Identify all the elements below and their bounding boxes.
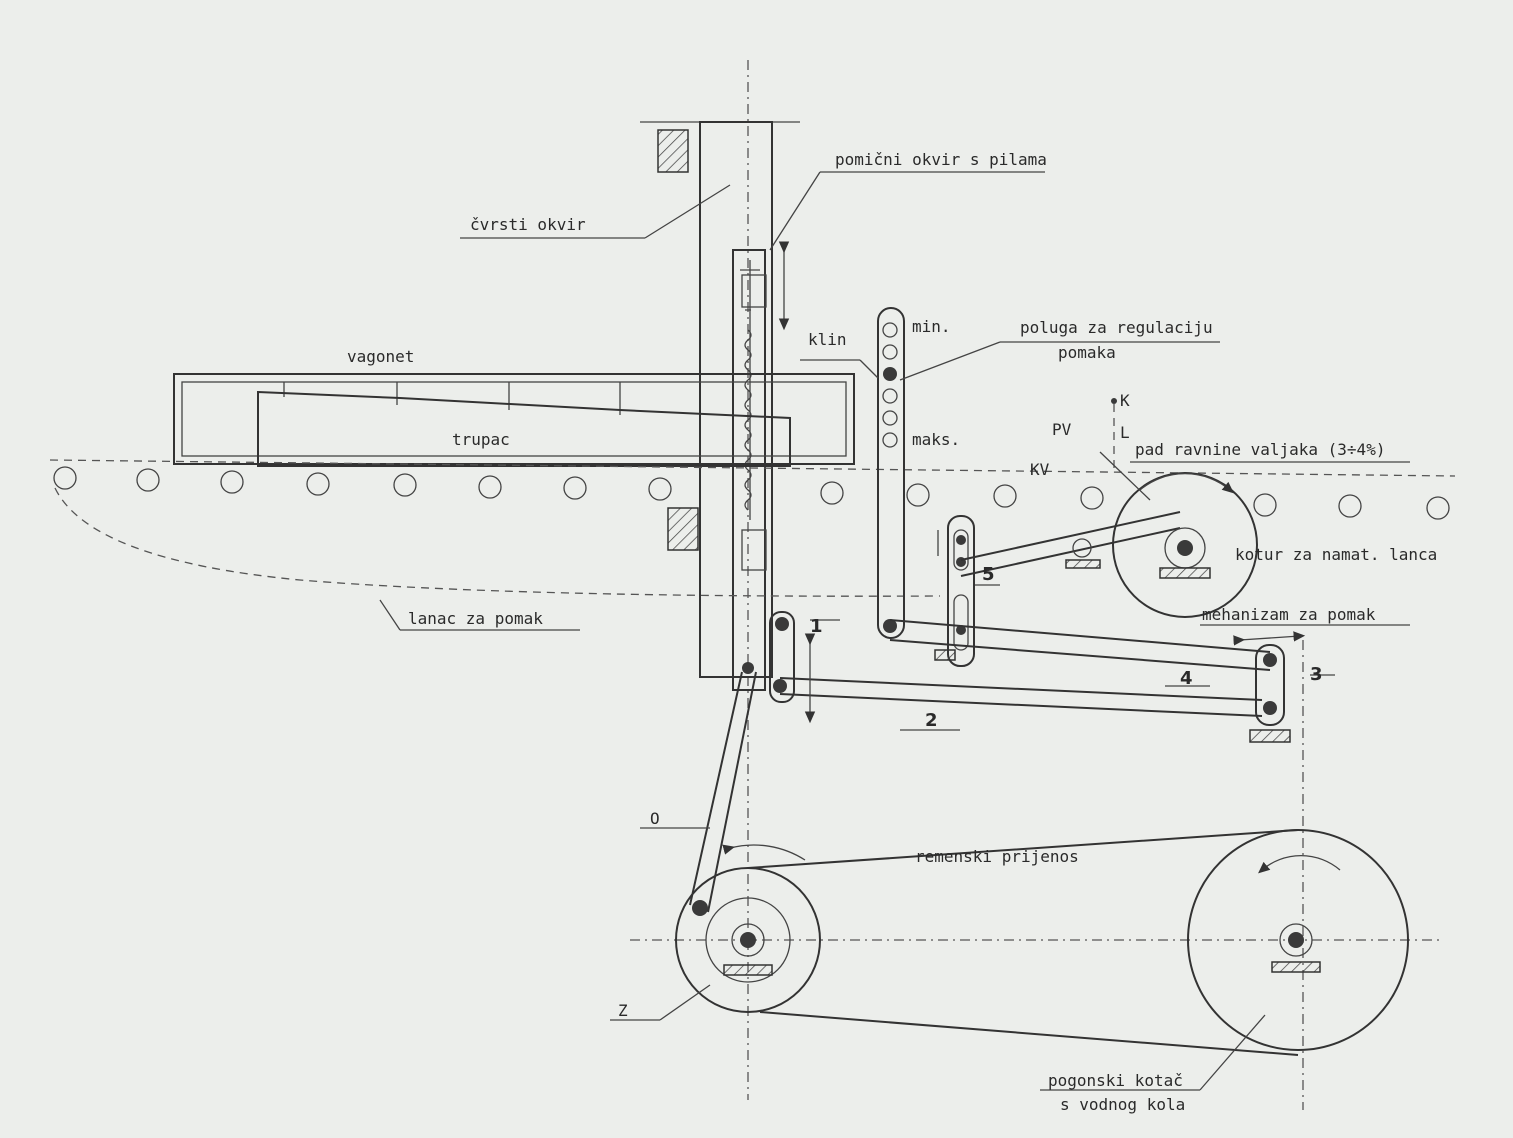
pawl-pivot <box>1065 538 1101 569</box>
feed-chain <box>54 487 941 597</box>
link-1 <box>769 611 795 703</box>
leader-lines <box>379 171 1410 1091</box>
crank-wheel <box>630 844 1440 1013</box>
label-feed-mechanism: mehanizam za pomak <box>1202 605 1376 624</box>
label-k: K <box>1120 391 1130 410</box>
chain-winding-pulley <box>1112 472 1258 618</box>
roller-track <box>49 459 1456 520</box>
pawl-rod <box>960 511 1181 577</box>
label-kv: KV <box>1030 460 1050 479</box>
label-carriage: vagonet <box>347 347 414 366</box>
label-4: 4 <box>1180 668 1193 689</box>
crank-pin-top <box>742 662 754 674</box>
moving-saw-frame <box>732 241 790 691</box>
log-shape <box>257 390 791 467</box>
label-l: L <box>1120 423 1130 442</box>
label-chain-pulley: kotur za namat. lanca <box>1235 545 1437 564</box>
label-fixed-frame: čvrsti okvir <box>470 215 586 234</box>
connecting-rod <box>689 671 757 913</box>
label-5: 5 <box>982 564 995 585</box>
label-o: O <box>650 809 660 828</box>
link-4 <box>889 619 1271 671</box>
label-belt-drive: remenski prijenos <box>915 847 1079 866</box>
label-drive-wheel-line1: pogonski kotač <box>1048 1071 1183 1090</box>
label-moving-frame: pomični okvir s pilama <box>835 150 1047 169</box>
carriage <box>173 373 855 467</box>
label-min: min. <box>912 317 951 336</box>
label-roller-slope: pad ravnine valjaka (3÷4%) <box>1135 440 1385 459</box>
drive-wheel <box>1187 829 1409 1051</box>
label-1: 1 <box>810 616 823 637</box>
label-pv: PV <box>1052 420 1072 439</box>
label-max: maks. <box>912 430 960 449</box>
link-2 <box>779 677 1263 717</box>
label-log: trupac <box>452 430 510 449</box>
slotted-link-5 <box>934 515 975 667</box>
feed-mechanism-links <box>769 611 1306 1110</box>
label-3: 3 <box>1310 664 1323 685</box>
label-feed-chain: lanac za pomak <box>408 609 543 628</box>
label-z: Z <box>618 1001 628 1020</box>
label-2: 2 <box>925 710 938 731</box>
label-lever-line1: poluga za regulaciju <box>1020 318 1213 337</box>
regulation-lever <box>877 307 905 639</box>
fixed-frame <box>640 121 800 678</box>
belt <box>747 829 1299 1056</box>
label-wedge: klin <box>808 330 847 349</box>
label-lever-line2: pomaka <box>1058 343 1116 362</box>
label-drive-wheel-line2: s vodnog kola <box>1060 1095 1185 1114</box>
